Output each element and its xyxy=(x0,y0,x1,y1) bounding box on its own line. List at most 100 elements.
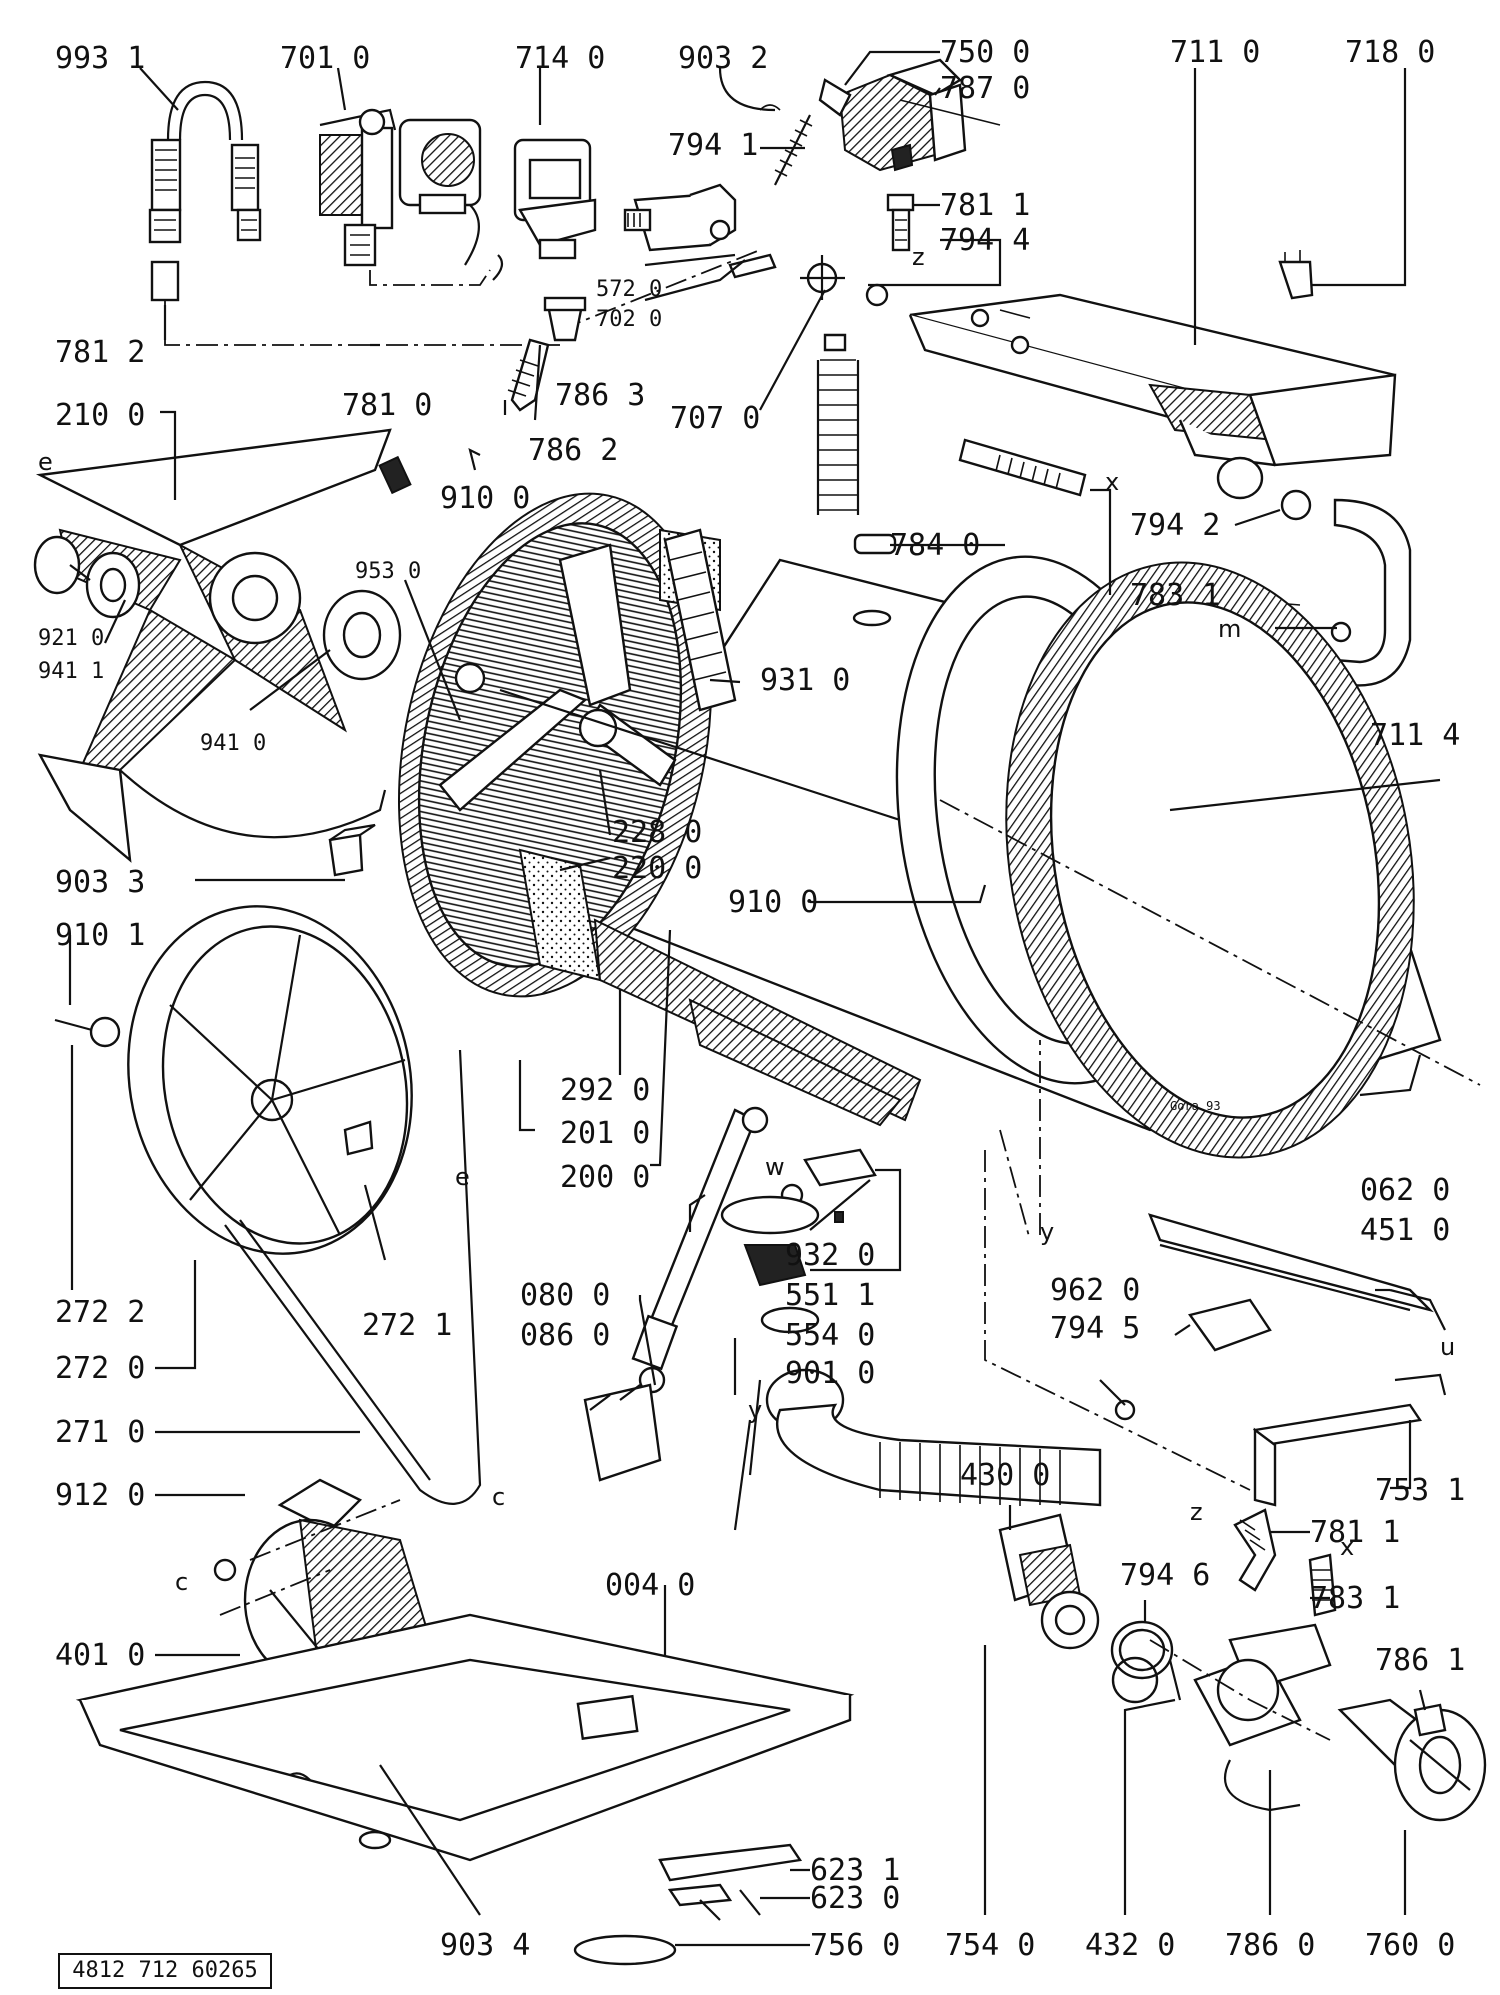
callout-910-1: 910 1 xyxy=(55,918,145,953)
callout-750-0: 750 0 xyxy=(940,35,1030,70)
callout-921-0: 921 0 xyxy=(38,626,104,651)
filter-760 xyxy=(1337,1698,1487,1822)
callout-794-5: 794 5 xyxy=(1050,1311,1140,1346)
callout-912-0: 912 0 xyxy=(55,1478,145,1513)
mark-m: m xyxy=(1218,615,1241,643)
callout-901-0: 901 0 xyxy=(785,1356,875,1391)
callout-201-0: 201 0 xyxy=(560,1116,650,1151)
callout-993-1: 993 1 xyxy=(55,41,145,76)
suspension-spring-931 xyxy=(663,528,737,712)
callout-200-0: 200 0 xyxy=(560,1160,650,1195)
callout-554-0: 554 0 xyxy=(785,1318,875,1353)
bearings xyxy=(33,535,402,681)
mark-z-bottom: z xyxy=(1190,1498,1203,1526)
mark-e-pulley: e xyxy=(455,1163,470,1191)
callout-labels: 993 1 701 0 714 0 903 2 750 0 787 0 711 … xyxy=(38,35,1465,1963)
mark-x-bottom: x xyxy=(1340,1533,1354,1561)
callout-272-2: 272 2 xyxy=(55,1295,145,1330)
valve-block-part xyxy=(623,183,777,279)
callout-786-3: 786 3 xyxy=(555,378,645,413)
callout-786-0: 786 0 xyxy=(1225,1928,1315,1963)
callout-783-1-top: 783 1 xyxy=(1130,578,1220,613)
drive-belt-271 xyxy=(224,1049,482,1505)
callout-760-0: 760 0 xyxy=(1365,1928,1455,1963)
callout-786-1: 786 1 xyxy=(1375,1643,1465,1678)
leader-lines xyxy=(68,50,1427,1947)
filter-housing-432 xyxy=(1168,1623,1332,1812)
mark-c-belt: c xyxy=(492,1483,505,1511)
drain-hose-794-2 xyxy=(958,438,1312,521)
callout-787-0: 787 0 xyxy=(940,71,1030,106)
shock-absorber-080 xyxy=(583,1106,769,1482)
callout-062-0: 062 0 xyxy=(1360,1173,1450,1208)
mark-y-drum: y xyxy=(1040,1218,1054,1246)
mark-x-top: x xyxy=(1105,468,1119,496)
callout-794-4: 794 4 xyxy=(940,223,1030,258)
sump-hose-754 xyxy=(720,1195,1102,1507)
callout-086-0: 086 0 xyxy=(520,1318,610,1353)
callout-781-2: 781 2 xyxy=(55,335,145,370)
callout-756-0: 756 0 xyxy=(810,1928,900,1963)
mark-y-gasket: y xyxy=(748,1396,762,1424)
callout-910-0-mid: 910 0 xyxy=(728,885,818,920)
heater-451 xyxy=(1147,1213,1446,1331)
callout-953-0: 953 0 xyxy=(355,559,421,584)
letter-marks: e e z z x x m y y w u c c xyxy=(38,243,1455,1596)
base-frame-004 xyxy=(75,1613,855,1862)
callout-714-0: 714 0 xyxy=(515,41,605,76)
mark-c-motor: c xyxy=(175,1568,188,1596)
callout-292-0: 292 0 xyxy=(560,1073,650,1108)
callout-432-0: 432 0 xyxy=(1085,1928,1175,1963)
callout-430-0: 430 0 xyxy=(960,1458,1050,1493)
callout-903-3: 903 3 xyxy=(55,865,145,900)
fitting-786-1 xyxy=(1413,1703,1447,1737)
pump-430 xyxy=(998,1513,1159,1704)
callout-962-0: 962 0 xyxy=(1050,1273,1140,1308)
nipple-781-1 xyxy=(886,193,915,252)
callout-210-0: 210 0 xyxy=(55,398,145,433)
mark-w: w xyxy=(765,1153,785,1181)
parts-artwork: Gora 93 xyxy=(33,58,1487,1966)
mark-e-left: e xyxy=(38,448,53,476)
callout-903-2: 903 2 xyxy=(678,41,768,76)
spring-clamp-part xyxy=(148,80,262,302)
callout-932-0: 932 0 xyxy=(785,1238,875,1273)
callout-781-1-top: 781 1 xyxy=(940,188,1030,223)
callout-451-0: 451 0 xyxy=(1360,1213,1450,1248)
clip-903-3 xyxy=(328,823,376,877)
callout-623-0: 623 0 xyxy=(810,1881,900,1916)
callout-080-0: 080 0 xyxy=(520,1278,610,1313)
signature-text: Gora 93 xyxy=(1170,1099,1221,1113)
pressure-switch-part xyxy=(398,118,597,281)
callout-228-0: 228 0 xyxy=(612,815,702,850)
valve-701-part xyxy=(319,108,397,267)
drawing-number: 4812 712 60265 xyxy=(72,1958,258,1983)
callout-794-6: 794 6 xyxy=(1120,1558,1210,1593)
bracket-753 xyxy=(1252,1373,1447,1507)
callout-711-0: 711 0 xyxy=(1170,35,1260,70)
callout-903-4: 903 4 xyxy=(440,1928,530,1963)
callout-272-0: 272 0 xyxy=(55,1351,145,1386)
callout-786-2: 786 2 xyxy=(528,433,618,468)
callout-781-1-bot: 781 1 xyxy=(1310,1515,1400,1550)
spring-784-part xyxy=(816,333,897,627)
callout-753-1: 753 1 xyxy=(1375,1473,1465,1508)
mark-z-top: z xyxy=(912,243,925,271)
sensor-962 xyxy=(1114,1298,1272,1421)
callout-941-1: 941 1 xyxy=(38,659,104,684)
callout-910-0-top: 910 0 xyxy=(440,481,530,516)
callout-941-0: 941 0 xyxy=(200,731,266,756)
callout-271-0: 271 0 xyxy=(55,1415,145,1450)
callout-702-0: 702 0 xyxy=(596,307,662,332)
clip-718-part xyxy=(1278,250,1314,300)
callout-220-0: 220 0 xyxy=(612,851,702,886)
hose-line-781-0 xyxy=(164,300,561,346)
dispenser-750-part xyxy=(759,58,1001,186)
connector-707-part xyxy=(800,255,889,307)
callout-718-0: 718 0 xyxy=(1345,35,1435,70)
callout-931-0: 931 0 xyxy=(760,663,850,698)
callout-551-1: 551 1 xyxy=(785,1278,875,1313)
hose-781-1-bottom xyxy=(1233,1508,1337,1617)
callout-754-0: 754 0 xyxy=(945,1928,1035,1963)
